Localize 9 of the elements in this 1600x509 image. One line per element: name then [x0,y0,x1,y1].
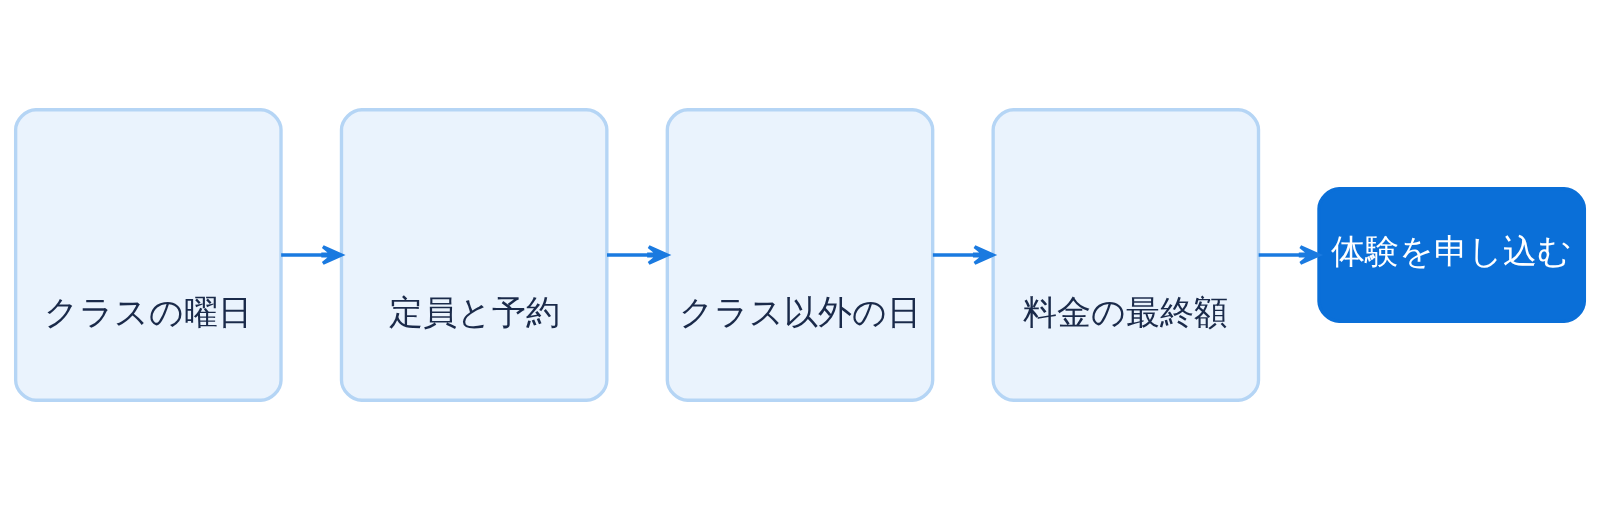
node-box: クラス以外の日 [665,107,935,402]
node-box: 定員と予約 [339,107,609,402]
arrow [1258,244,1321,265]
arrow [932,244,995,265]
node-box: 料金の最終額 [991,107,1261,402]
arrow [281,244,344,265]
node-box: 体験を申し込む [1317,186,1587,323]
arrow [607,244,669,265]
node-box: クラスの曜日 [13,107,283,402]
